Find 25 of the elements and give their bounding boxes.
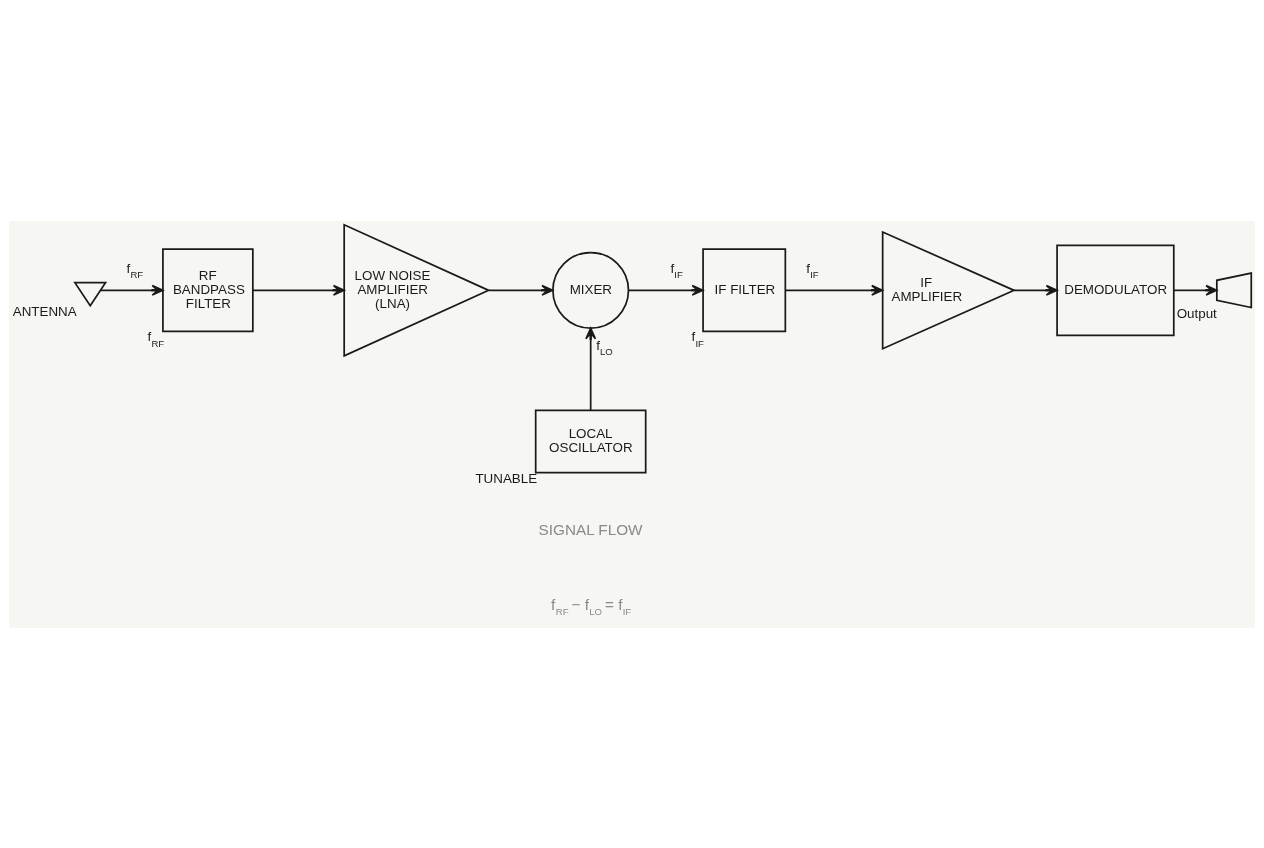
node-box: RF BANDPASS FILTER [162,247,254,332]
node-box: LOCAL OSCILLATOR [534,409,647,473]
node-label: f$_{RF}$ [147,328,165,349]
label: f$_{RF}$ − f$_{LO}$ = f$_{IF}$ [550,595,632,617]
node-circle: MIXER [552,251,630,329]
edge-label: f$_{IF}$ [806,260,819,280]
node-box: DEMODULATOR [1056,244,1175,336]
node-box: IF FILTER [702,247,787,332]
node-label: f$_{IF}$ [691,328,704,349]
label: SIGNAL FLOW [538,520,643,538]
edge-label: f$_{IF}$ [670,260,683,280]
arrow [1173,284,1218,296]
arrow [252,284,345,296]
arrow [488,284,554,296]
arrow [627,284,704,296]
arrow [99,284,164,296]
node-label: TUNABLE [475,470,538,486]
arrow [1013,284,1058,296]
node-label: Output [1176,305,1217,321]
edge-label: f$_{RF}$ [126,260,144,280]
node-label: ANTENNA [12,303,77,319]
arrow [784,284,884,296]
node-box [1215,271,1253,309]
edge-label: f$_{LO}$ [596,337,613,357]
arrow [585,326,597,411]
